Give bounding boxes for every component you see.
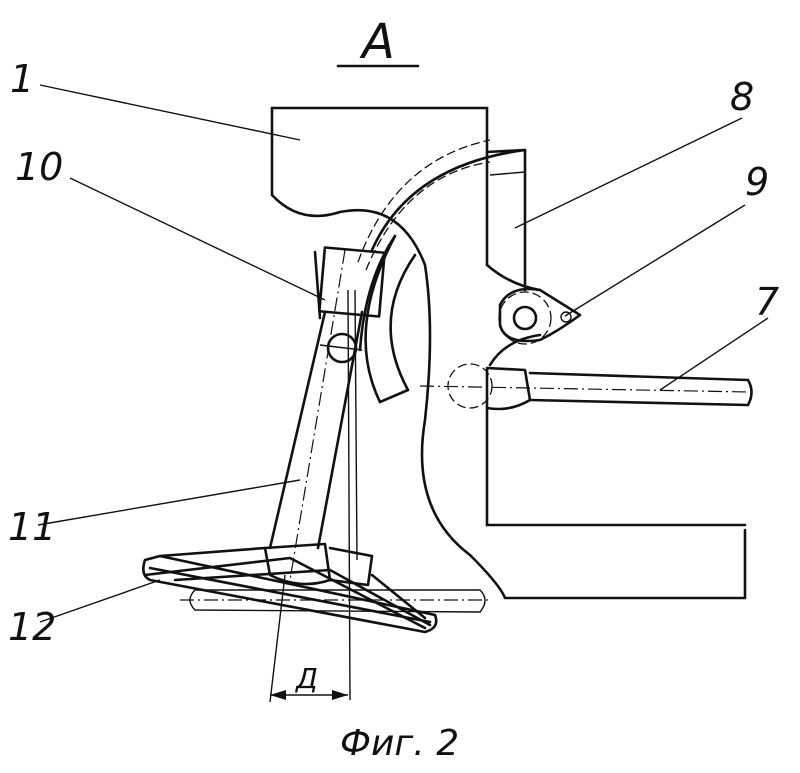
blade-tine-2: [173, 568, 432, 627]
dim-arrow-right: [332, 690, 348, 700]
leader-8: [514, 117, 743, 229]
leader-12: [39, 579, 161, 623]
leader-7: [659, 317, 769, 391]
dim-arrow-left: [270, 690, 286, 700]
label-part-9: 9: [745, 160, 769, 204]
leader-11: [37, 479, 301, 526]
leader-1: [39, 84, 301, 141]
link-arm: [488, 333, 542, 367]
pivot-pin: [512, 305, 538, 331]
lever-plate: [498, 287, 582, 343]
arc-guide-outer-solid: [370, 148, 527, 252]
blade-hub: [263, 542, 332, 586]
label-part-7: 7: [755, 280, 779, 324]
blade-outer: [142, 554, 438, 634]
blade-center: [148, 566, 432, 624]
small-pin: [560, 311, 572, 323]
dimension-label: Д: [294, 662, 318, 695]
label-part-12: 12: [8, 605, 56, 649]
rod-end-fitting: [485, 366, 532, 411]
label-part-1: 1: [10, 57, 34, 101]
arm-left-edge: [268, 310, 327, 550]
arm-axis: [289, 249, 346, 581]
label-part-8: 8: [730, 75, 754, 119]
arc-sector-inner: [378, 253, 417, 404]
bracket-inner-line: [489, 171, 526, 176]
slider-side: [313, 250, 322, 320]
pivot-trace-circle: [498, 291, 552, 345]
rod-end-trace-circle: [447, 363, 493, 409]
frame-body-outline: [270, 106, 747, 600]
blade-alt-position: [189, 589, 486, 613]
rod-break: [746, 378, 753, 407]
blade-upper-link: [158, 546, 267, 558]
label-part-10: 10: [15, 145, 63, 189]
blade-lower-link: [370, 573, 427, 620]
dim-extension-left: [269, 574, 286, 703]
slider-block: [318, 246, 386, 318]
rod-top: [528, 371, 750, 382]
blade-hub-right: [328, 546, 374, 587]
vertical-reference-line: [347, 289, 351, 701]
label-part-11: 11: [8, 505, 56, 549]
leader-9: [564, 204, 746, 317]
arc-guide-outer-dashed: [357, 139, 491, 263]
rod-bottom: [528, 398, 750, 407]
leader-10: [69, 177, 326, 301]
vertical-reference-line-2: [354, 289, 358, 561]
rod-axis: [419, 385, 749, 393]
view-label: А: [359, 14, 395, 70]
figure-caption: Фиг. 2: [340, 723, 459, 764]
blade-tine: [143, 556, 427, 630]
bracket-corner: [485, 263, 542, 292]
